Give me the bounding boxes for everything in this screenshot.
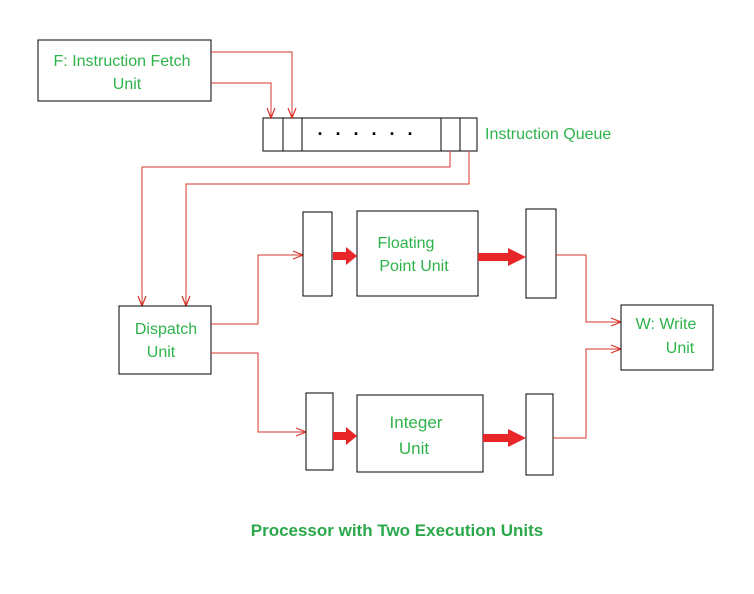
wire-fetch-queue-1 — [211, 51, 292, 118]
fpu-path: Floating Point Unit — [302, 208, 557, 299]
write-box — [620, 304, 714, 371]
wire-dispatch-fpu — [211, 255, 303, 325]
queue-dots: . . . . . . — [317, 119, 416, 139]
integer-label-line1: Integer — [390, 413, 443, 432]
write-label-line2: Unit — [666, 340, 695, 357]
wire-fpu-write — [556, 254, 621, 322]
integer-output-buffer — [525, 393, 554, 476]
dispatch-to-units-wires — [211, 255, 306, 432]
integer-box — [356, 394, 484, 473]
units-to-write-wires — [553, 254, 621, 439]
fpu-input-buffer — [302, 211, 333, 297]
fetch-box — [37, 39, 212, 102]
diagram-title: Processor with Two Execution Units — [251, 521, 544, 540]
integer-input-buffer — [305, 392, 334, 471]
fetch-label-line2: Unit — [113, 76, 142, 93]
fpu-output-buffer — [525, 208, 557, 299]
queue-to-dispatch-wires — [142, 151, 470, 306]
fetch-label-line1: F: Instruction Fetch — [54, 53, 191, 70]
fpu-label-line2: Point Unit — [379, 258, 449, 275]
queue-label: Instruction Queue — [485, 126, 611, 143]
fpu-box — [356, 210, 479, 297]
wire-queue-dispatch-2 — [186, 151, 470, 306]
thick-arrow-icon — [483, 429, 526, 447]
write-label-line1: W: Write — [636, 316, 697, 333]
wire-dispatch-integer — [211, 352, 306, 432]
wire-fetch-queue-2 — [211, 82, 271, 118]
integer-path: Integer Unit — [305, 392, 554, 476]
dispatch-box — [118, 305, 212, 375]
integer-label-line2: Unit — [399, 439, 430, 458]
wire-queue-dispatch-1 — [142, 151, 451, 306]
fpu-label-line1: Floating — [378, 235, 435, 252]
write-unit: W: Write Unit — [620, 304, 714, 371]
wire-integer-write — [553, 349, 621, 439]
thick-arrow-icon — [333, 247, 357, 265]
fetch-to-queue-wires — [211, 51, 292, 118]
instruction-fetch-unit: F: Instruction Fetch Unit — [37, 39, 212, 102]
dispatch-unit: Dispatch Unit — [118, 305, 212, 375]
thick-arrow-icon — [333, 427, 357, 445]
thick-arrow-icon — [478, 248, 526, 266]
instruction-queue: . . . . . . Instruction Queue — [262, 117, 611, 152]
dispatch-label-line2: Unit — [147, 344, 176, 361]
dispatch-label-line1: Dispatch — [135, 321, 197, 338]
